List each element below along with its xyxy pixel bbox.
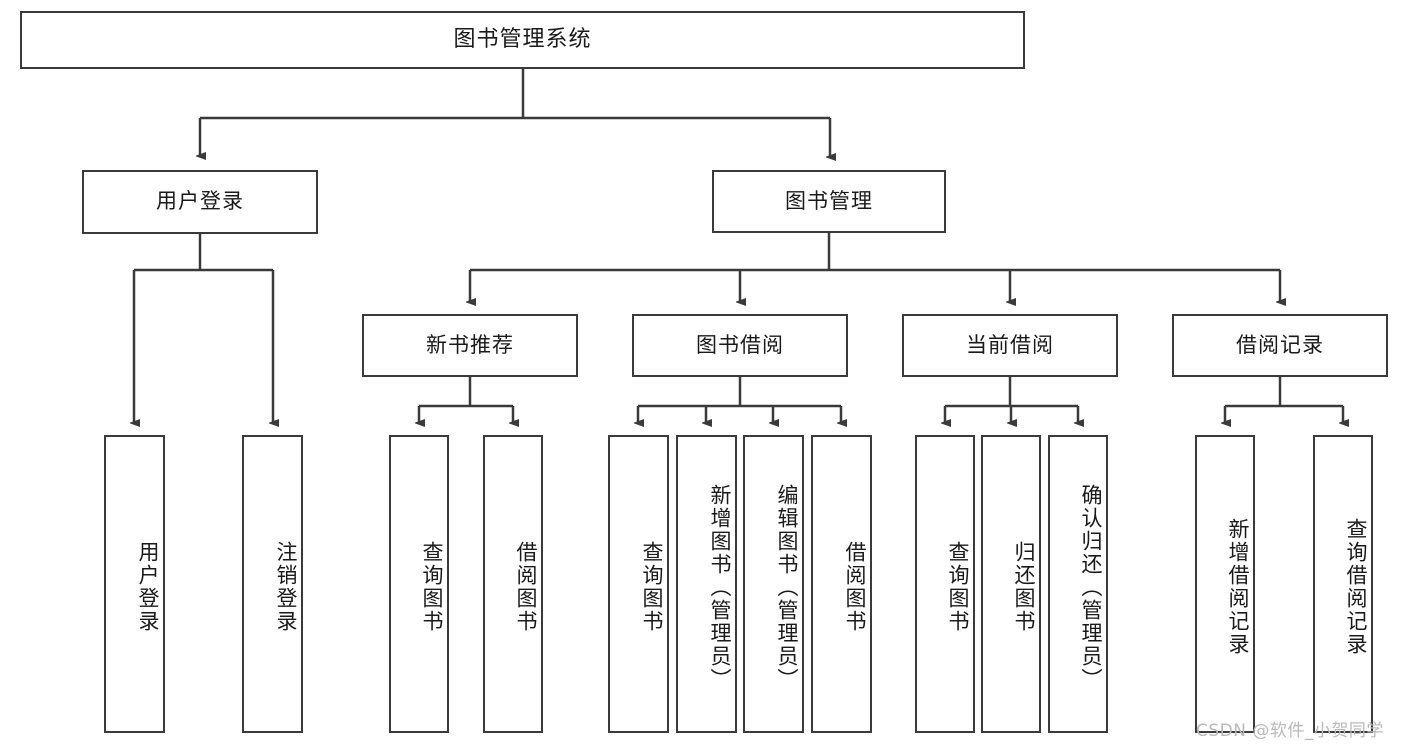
csdn-watermark: CSDN @软件_小贺同学 <box>1196 721 1384 741</box>
leaf-current-borrow-2[interactable]: 确认归还（管理员） <box>1048 435 1108 733</box>
node-book-management[interactable]: 图书管理 <box>712 170 946 233</box>
leaf-label: 用户登录 <box>136 541 160 633</box>
node-book-borrow[interactable]: 图书借阅 <box>632 314 848 377</box>
leaf-label: 新增借阅记录 <box>1226 518 1250 656</box>
node-current-borrow[interactable]: 当前借阅 <box>902 314 1118 377</box>
leaf-label: 借阅图书 <box>843 541 867 633</box>
leaf-label: 查询图书 <box>640 541 664 633</box>
node-root-system[interactable]: 图书管理系统 <box>20 11 1025 69</box>
node-new-book-recommend[interactable]: 新书推荐 <box>362 314 578 377</box>
leaf-label: 归还图书 <box>1012 541 1036 633</box>
leaf-label: 注销登录 <box>274 541 298 633</box>
leaf-label: 编辑图书（管理员） <box>775 483 799 691</box>
leaf-new-book-recommend-0[interactable]: 查询图书 <box>389 435 449 733</box>
leaf-new-book-recommend-1[interactable]: 借阅图书 <box>483 435 543 733</box>
leaf-book-borrow-0[interactable]: 查询图书 <box>608 435 669 733</box>
leaf-label: 查询图书 <box>420 541 444 633</box>
leaf-label: 新增图书（管理员） <box>708 483 732 691</box>
leaf-current-borrow-0[interactable]: 查询图书 <box>915 435 975 733</box>
leaf-book-borrow-3[interactable]: 借阅图书 <box>811 435 872 733</box>
leaf-book-borrow-1[interactable]: 新增图书（管理员） <box>676 435 737 733</box>
leaf-label: 查询图书 <box>946 541 970 633</box>
leaf-label: 确认归还（管理员） <box>1079 483 1103 691</box>
leaf-user-login-1[interactable]: 注销登录 <box>242 435 303 733</box>
leaf-user-login-0[interactable]: 用户登录 <box>104 435 165 733</box>
leaf-borrow-record-1[interactable]: 查询借阅记录 <box>1313 435 1373 733</box>
leaf-current-borrow-1[interactable]: 归还图书 <box>981 435 1041 733</box>
node-borrow-record[interactable]: 借阅记录 <box>1172 314 1388 377</box>
leaf-label: 查询借阅记录 <box>1344 518 1368 656</box>
node-user-login[interactable]: 用户登录 <box>82 170 318 234</box>
leaf-borrow-record-0[interactable]: 新增借阅记录 <box>1195 435 1255 733</box>
leaf-book-borrow-2[interactable]: 编辑图书（管理员） <box>743 435 804 733</box>
leaf-label: 借阅图书 <box>514 541 538 633</box>
